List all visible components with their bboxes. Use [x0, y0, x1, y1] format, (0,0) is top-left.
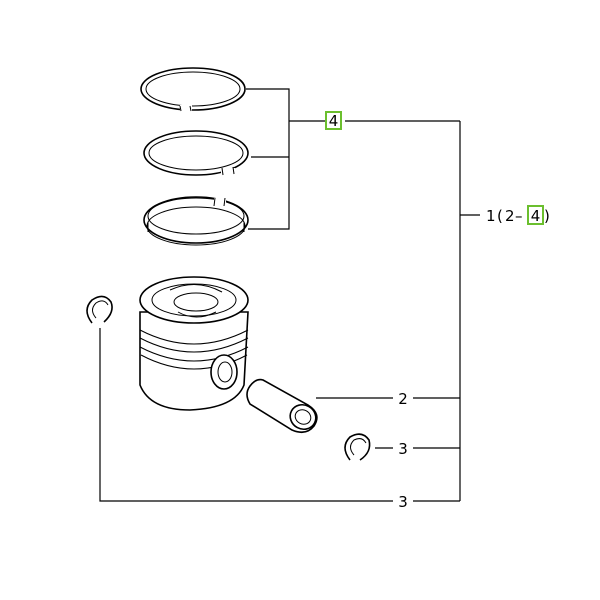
assembly-callout-number[interactable]: 1: [486, 207, 496, 225]
snap-ring-right: [344, 433, 371, 461]
leader-lines: [99, 88, 480, 502]
piston-pin: [246, 378, 318, 434]
assembly-callout-dash: –: [515, 207, 523, 225]
assembly-callout-range-end[interactable]: 4: [531, 207, 541, 225]
piston-pin-callout[interactable]: 2: [398, 390, 408, 408]
snap-ring-left: [86, 295, 113, 324]
piston-ring-oil: [143, 196, 249, 246]
piston-ring-middle: [143, 130, 249, 176]
snap-ring-left-callout[interactable]: 3: [398, 493, 408, 511]
snap-ring-right-callout[interactable]: 3: [398, 440, 408, 458]
assembly-callout-open-paren: (: [497, 207, 503, 225]
piston-ring-top: [140, 67, 246, 112]
ring-set-callout-highlight: [325, 111, 342, 130]
piston-body: [139, 276, 249, 411]
assembly-callout-range-start: 2: [505, 207, 515, 225]
ring-set-callout[interactable]: 4: [329, 112, 339, 130]
assembly-callout-close-paren: ): [544, 207, 550, 225]
assembly-callout-highlight: [527, 205, 544, 225]
